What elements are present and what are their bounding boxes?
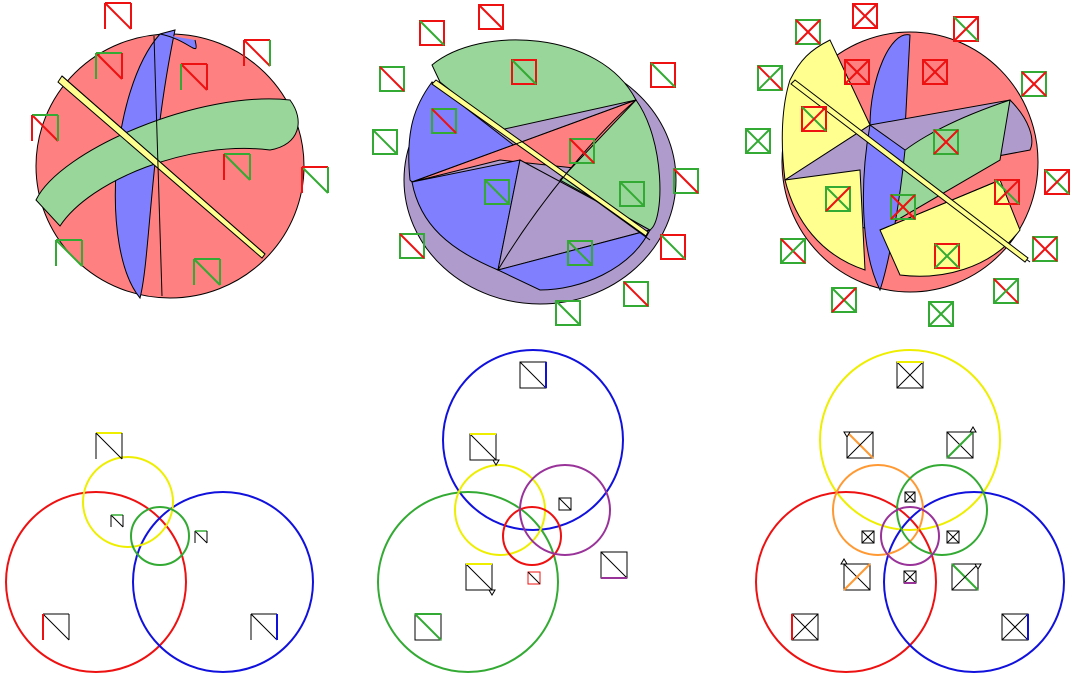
purple-circle	[881, 507, 939, 565]
yellow-circle	[83, 457, 173, 547]
sphere-panel-1	[32, 3, 328, 298]
sphere-panel-2	[373, 5, 698, 325]
green-circle	[897, 465, 987, 555]
circles-panel-3	[756, 350, 1064, 672]
sphere-panel-3	[746, 4, 1069, 326]
blue-circle	[133, 492, 313, 672]
circles-panel-2	[378, 350, 627, 672]
red-circle	[503, 507, 561, 565]
green-circle	[378, 492, 558, 672]
green-circle	[131, 507, 189, 565]
circles-panel-1	[6, 433, 313, 672]
